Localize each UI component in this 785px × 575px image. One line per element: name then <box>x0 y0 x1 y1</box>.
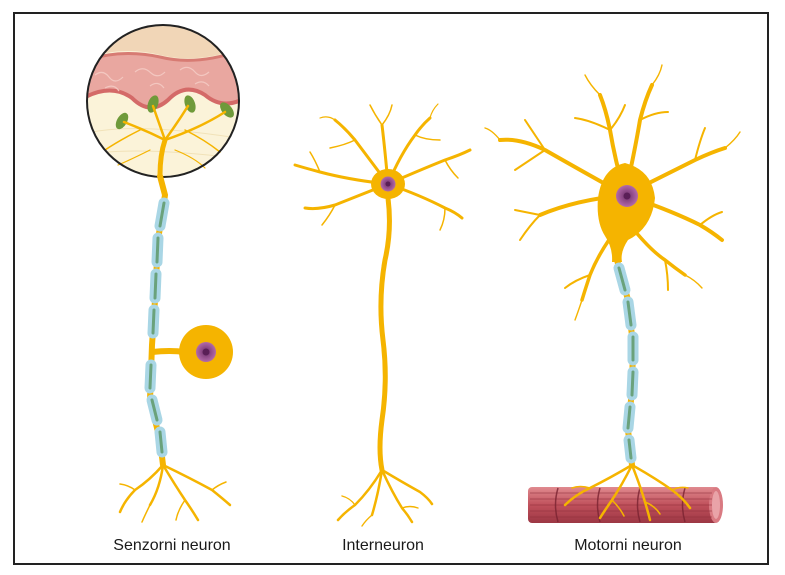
interneuron-dendrites <box>295 104 470 230</box>
motor-neuron-label: Motorni neuron <box>574 537 682 555</box>
interneuron <box>295 104 470 526</box>
interneuron-label: Interneuron <box>342 537 424 555</box>
sensory-neuron <box>80 20 250 522</box>
skin-magnifier <box>80 20 250 190</box>
sensory-terminals <box>120 465 230 522</box>
motor-neuron <box>485 65 740 523</box>
interneuron-axon <box>380 198 389 470</box>
sensory-myelin <box>150 203 164 452</box>
sensory-neuron-label: Senzorni neuron <box>113 537 230 555</box>
interneuron-terminals <box>338 470 432 526</box>
muscle-fiber <box>528 487 723 523</box>
